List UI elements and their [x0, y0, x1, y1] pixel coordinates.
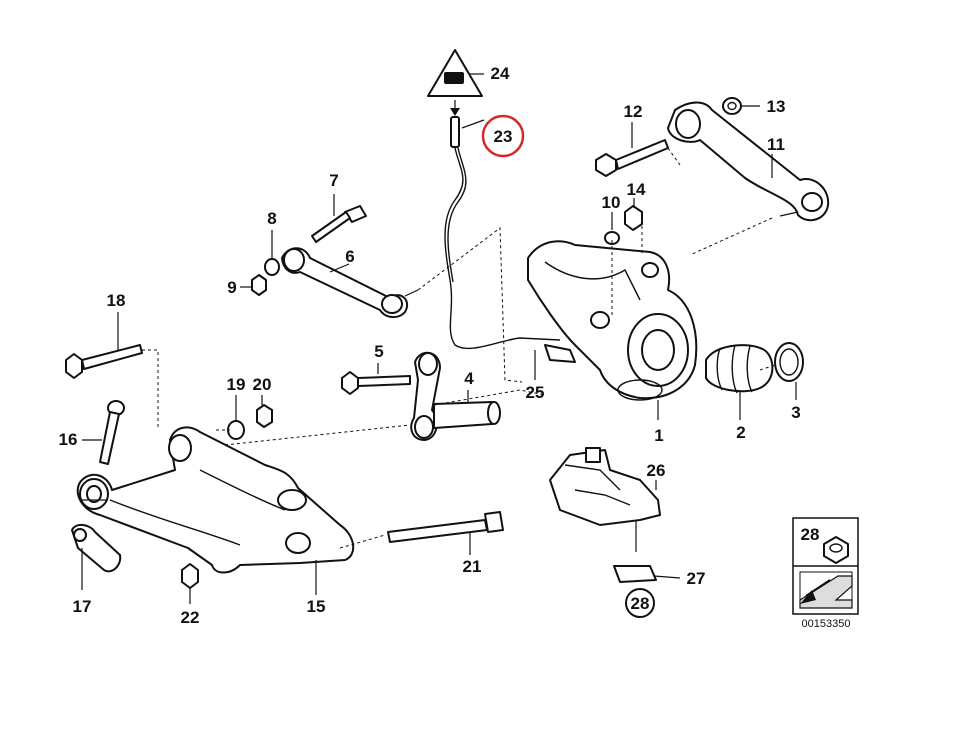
callout-23: 23	[494, 127, 513, 146]
leader-lines	[80, 73, 797, 604]
washer-8[interactable]	[264, 258, 280, 276]
callout-1: 1	[654, 426, 663, 445]
upper-control-arm[interactable]	[667, 101, 830, 222]
legend-box: 28 00153350	[792, 517, 859, 630]
nut-22[interactable]	[181, 563, 199, 589]
rubber-bushing[interactable]	[433, 401, 501, 429]
callout-27: 27	[687, 569, 706, 588]
callout-labels: 1 2 3 4 5 6 7 8 9 10 11 12 13 14 15 16 1…	[59, 64, 801, 627]
callout-13: 13	[767, 97, 786, 116]
callout-6: 6	[345, 247, 354, 266]
nut-13[interactable]	[722, 97, 742, 115]
nut-28-callout	[625, 588, 655, 618]
assembly-lines	[142, 147, 776, 549]
callout-8: 8	[267, 209, 276, 228]
callout-4: 4	[464, 369, 474, 388]
nut-10[interactable]	[604, 231, 620, 245]
highlight-circle	[481, 114, 525, 158]
circlip[interactable]	[774, 342, 804, 382]
bolt-18[interactable]	[65, 344, 143, 379]
callout-28: 28	[631, 594, 650, 613]
callout-7: 7	[329, 171, 338, 190]
lower-wishbone[interactable]	[76, 426, 355, 574]
washer-19[interactable]	[227, 420, 245, 440]
callout-22: 22	[181, 608, 200, 627]
callout-18: 18	[107, 291, 126, 310]
callout-20: 20	[253, 375, 272, 394]
clip-27[interactable]	[613, 565, 657, 583]
reference-code: 00153350	[802, 618, 851, 630]
callout-12: 12	[624, 102, 643, 121]
callout-16: 16	[59, 430, 78, 449]
callout-19: 19	[227, 375, 246, 394]
callout-14: 14	[627, 180, 646, 199]
link-arm[interactable]	[410, 352, 441, 441]
callout-26: 26	[647, 461, 666, 480]
bracket-17[interactable]	[71, 524, 122, 573]
callout-15: 15	[307, 597, 326, 616]
callout-11: 11	[767, 135, 785, 154]
bolt-5[interactable]	[341, 371, 411, 395]
callout-25: 25	[526, 383, 545, 402]
legend-number: 28	[801, 525, 820, 544]
bolt-21[interactable]	[387, 511, 504, 543]
nut-icon	[823, 536, 849, 564]
callout-3: 3	[791, 403, 800, 422]
nut-9[interactable]	[251, 274, 267, 296]
callout-24: 24	[491, 64, 510, 83]
callout-17: 17	[73, 597, 92, 616]
wheel-carrier[interactable]	[527, 240, 698, 401]
toe-link[interactable]	[281, 247, 419, 318]
callout-10: 10	[602, 193, 621, 212]
callout-21: 21	[463, 557, 482, 576]
arrow-icon	[799, 571, 853, 609]
abs-sensor-cable[interactable]	[444, 116, 561, 350]
callout-9: 9	[227, 278, 236, 297]
nut-14[interactable]	[624, 205, 643, 231]
nut-20[interactable]	[256, 404, 273, 428]
warning-triangle-icon	[427, 49, 483, 116]
bolt-16[interactable]	[99, 400, 125, 465]
sensor-bracket[interactable]	[549, 447, 661, 552]
bolt-7[interactable]	[311, 205, 367, 243]
callout-2: 2	[736, 423, 745, 442]
drive-shaft-boot[interactable]	[705, 344, 774, 394]
callout-5: 5	[374, 342, 383, 361]
